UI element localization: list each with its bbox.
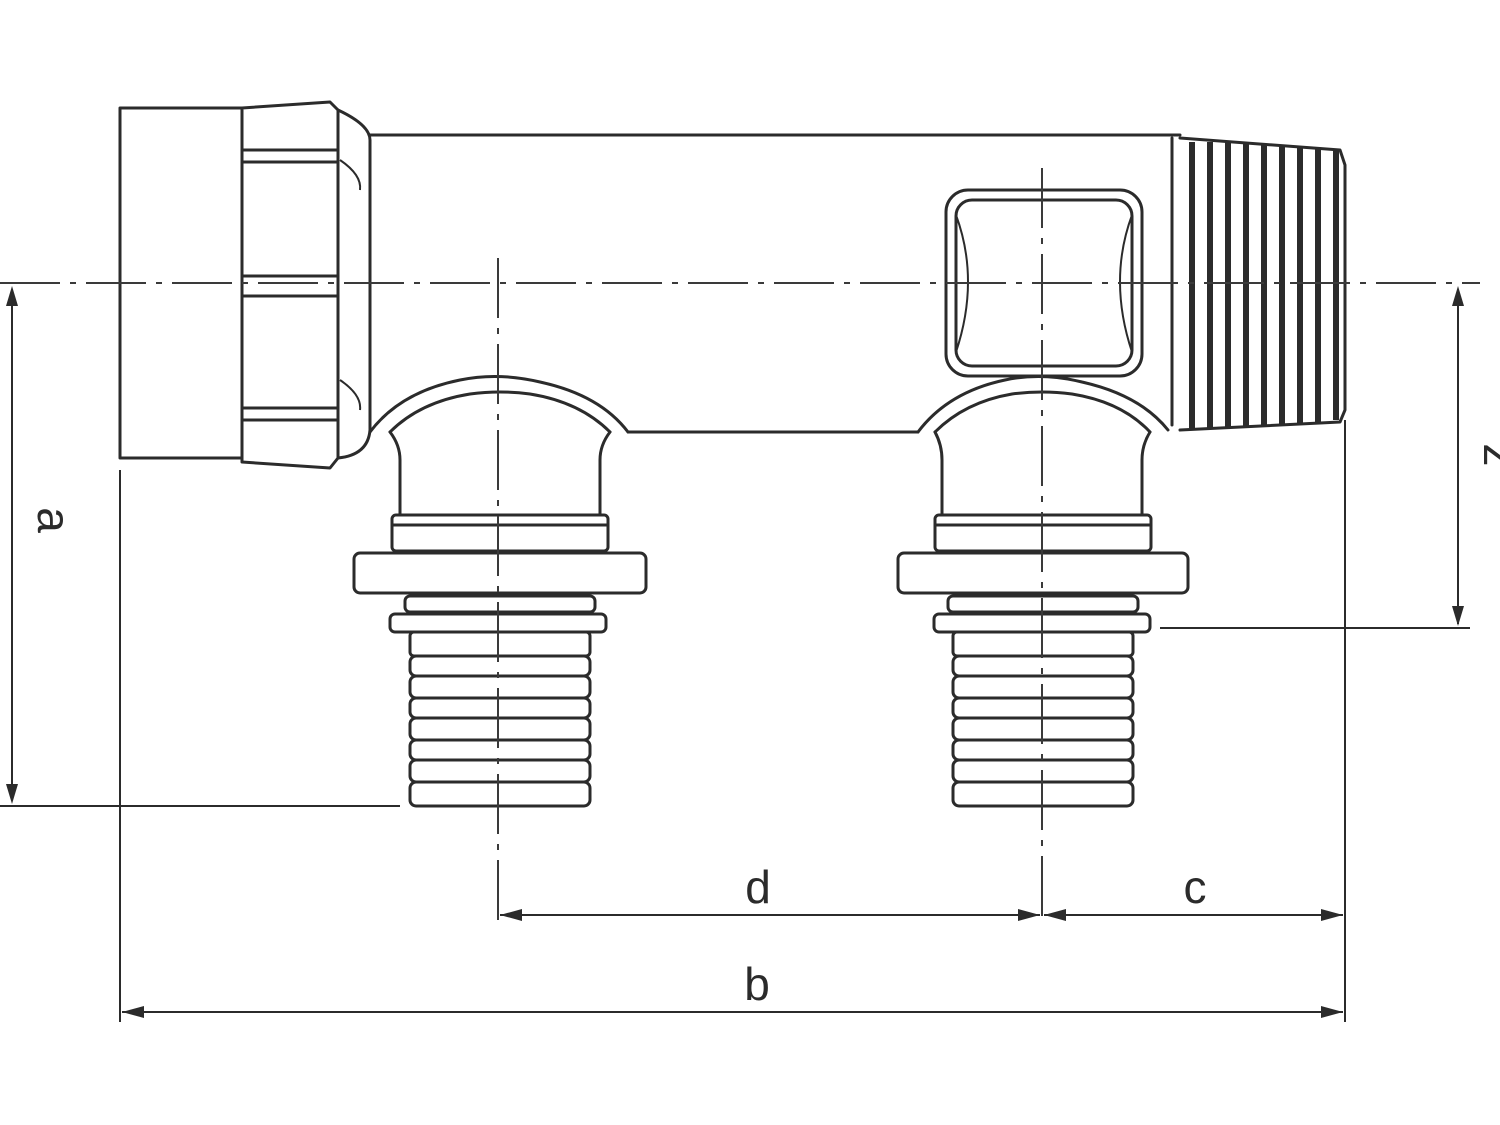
outlet-left	[352, 374, 648, 808]
center-lines	[0, 168, 1480, 925]
dimension-c	[1044, 909, 1343, 921]
label-d: d	[745, 861, 771, 913]
male-thread	[1178, 136, 1347, 432]
manifold-body	[368, 133, 1182, 434]
dimension-d	[500, 909, 1040, 921]
label-a: a	[28, 507, 80, 533]
dimension-b	[122, 1006, 1343, 1018]
label-c: c	[1184, 861, 1207, 913]
label-z: z	[1474, 444, 1500, 467]
extension-lines	[0, 420, 1470, 1022]
label-b: b	[744, 958, 770, 1010]
dimension-a	[6, 286, 18, 804]
dimension-z	[1452, 286, 1464, 626]
swivel-nut	[118, 100, 372, 470]
